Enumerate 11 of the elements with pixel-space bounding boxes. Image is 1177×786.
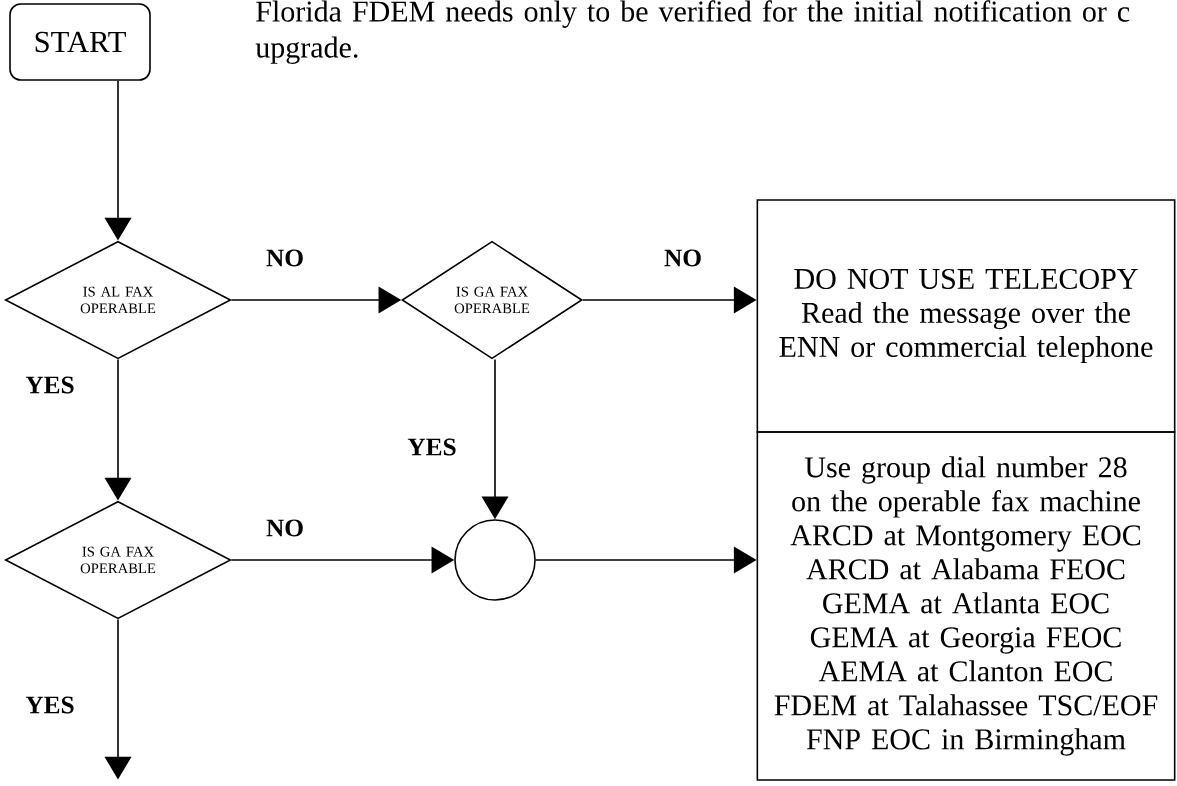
note-text: Florida FDEM needs only to be verified for the initial notification or c upgrade. [255, 0, 1130, 64]
process-box: DO NOT USE TELECOPY Read the message over the ENN or commercial telephone [756, 199, 1176, 433]
edge-label: NO [266, 519, 303, 537]
edge-label: NO [664, 249, 701, 267]
process-box: Use group dial number 28 on the operable fax machine ARCD at Montgomery EOC ARCD at Alabama FEOC GEMA at Atlanta EOC GEMA at Georgia FEOC AEMA at Clanton EOC FDEM at Talahassee TSC/EOF FNP EOC in Birmingham [756, 431, 1176, 781]
connector-circle [454, 519, 536, 601]
edge-label: YES [25, 696, 74, 714]
edge-label: YES [25, 376, 74, 394]
edge-label: YES [407, 438, 456, 456]
start-box: START [9, 3, 151, 81]
edge-label: NO [266, 249, 303, 267]
